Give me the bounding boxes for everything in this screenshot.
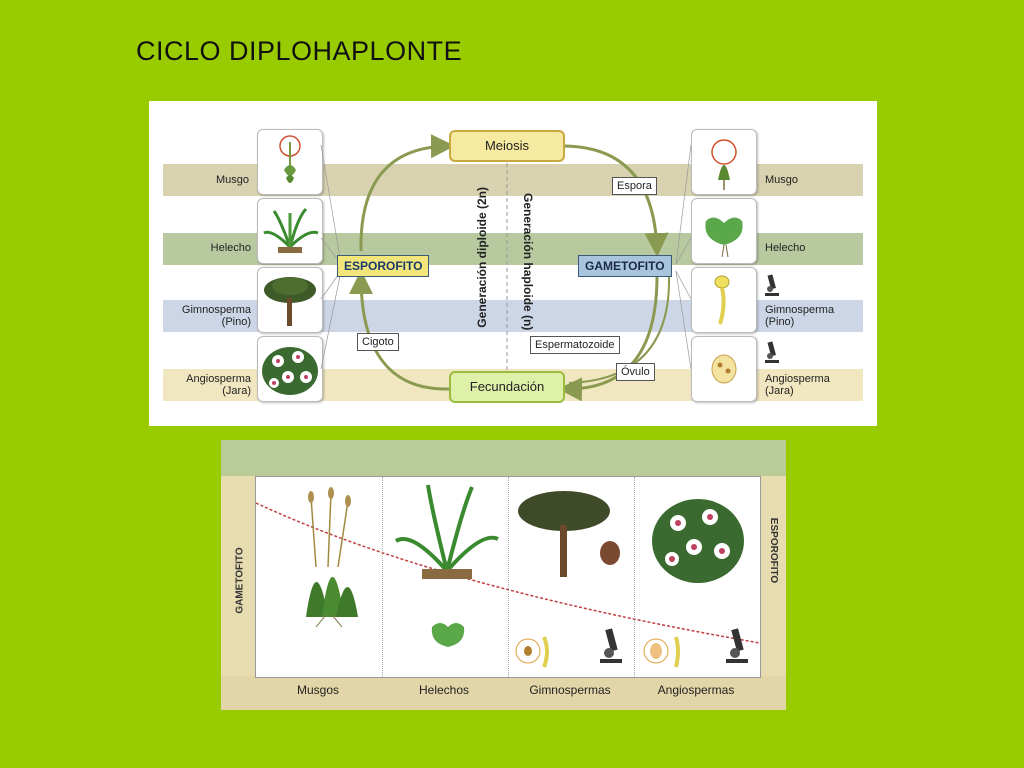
moss-gametophyte-image [691, 129, 757, 195]
column-divider [508, 477, 510, 677]
pollen-tube-image [691, 267, 757, 333]
cycle-arrows [320, 134, 692, 402]
top-band [221, 440, 786, 476]
microscope-icon [596, 625, 626, 665]
fern-prothallus-image [431, 623, 465, 647]
cigoto-label: Cigoto [357, 333, 399, 351]
fern-image [257, 198, 323, 264]
left-label-angiosperma: Angiosperma (Jara) [186, 373, 251, 397]
diploid-generation-label: Generación diploide (2n) [475, 187, 489, 328]
right-label-musgo: Musgo [765, 174, 799, 186]
gametofito-node: GAMETOFITO [578, 255, 672, 277]
embryo-sac-image [691, 336, 757, 402]
right-label-angiosperma: Angiosperma (Jara) [765, 373, 830, 397]
alternation-comparison-panel: GAMETOFITO ESPOROFITO Musgos Helechos Gi… [221, 440, 786, 710]
embryo-sac-image [643, 636, 680, 668]
column-label-musgos: Musgos [296, 683, 340, 697]
ovulo-label: Óvulo [616, 363, 655, 381]
column-label-angiospermas: Angiospermas [657, 683, 735, 697]
column-label-helechos: Helechos [418, 683, 470, 697]
life-cycle-diagram: Musgo Helecho Gimnosperma (Pino) Angiosp… [149, 101, 877, 426]
fern-prothallus-image [691, 198, 757, 264]
left-label-gimnosperma: Gimnosperma (Pino) [181, 304, 251, 328]
right-label-gimnosperma: Gimnosperma (Pino) [765, 304, 835, 328]
left-label-helecho: Helecho [210, 242, 251, 254]
right-label-helecho: Helecho [765, 242, 806, 254]
rockrose-shrub-image [652, 499, 744, 583]
pine-tree-image [518, 491, 620, 577]
slide-title: CICLO DIPLOHAPLONTE [136, 36, 463, 66]
espermatozoide-label: Espermatozoide [530, 336, 620, 354]
pollen-grain-image [515, 636, 549, 668]
fecundacion-node: Fecundación [449, 371, 565, 403]
microscope-icon [761, 338, 781, 364]
microscope-icon [761, 271, 781, 297]
gametofito-axis-label: GAMETOFITO [234, 547, 246, 614]
column-label-gimnospermas: Gimnospermas [529, 683, 611, 697]
comparison-area [255, 476, 761, 678]
espora-label: Espora [612, 177, 657, 195]
rockrose-image [257, 336, 323, 402]
pine-tree-image [257, 267, 323, 333]
moss-plant-image [306, 487, 358, 627]
meiosis-node: Meiosis [449, 130, 565, 162]
microscope-icon [722, 625, 752, 665]
moss-sporophyte-image [257, 129, 323, 195]
bottom-band [221, 676, 786, 710]
fern-plant-image [394, 484, 499, 579]
left-label-musgo: Musgo [215, 174, 249, 186]
haploid-generation-label: Generación haploide (n) [521, 193, 535, 331]
column-divider [634, 477, 636, 677]
column-divider [382, 477, 384, 677]
esporofito-axis-label: ESPOROFITO [768, 517, 780, 584]
esporofito-node: ESPOROFITO [337, 255, 430, 277]
